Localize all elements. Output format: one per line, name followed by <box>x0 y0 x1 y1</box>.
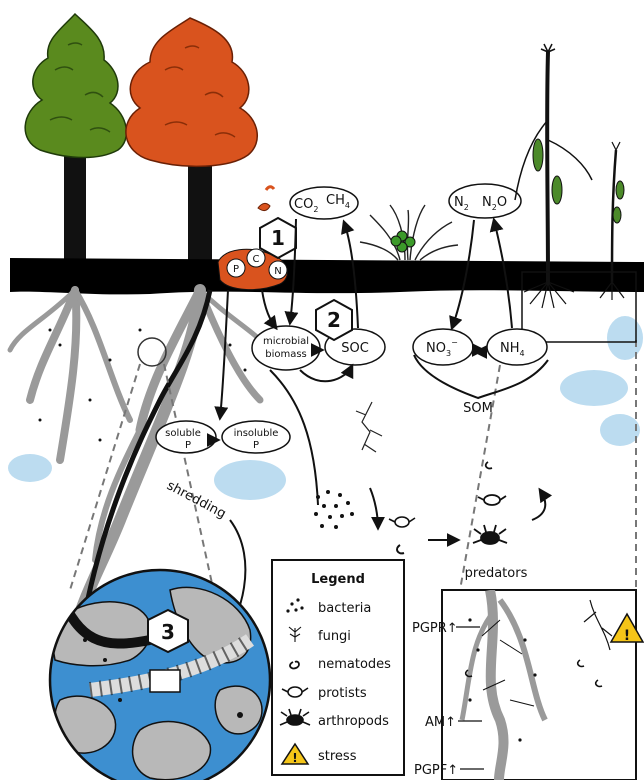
grass-clump <box>360 205 458 260</box>
pgpr-label: PGPR↑ <box>412 621 458 636</box>
svg-text:2: 2 <box>327 308 341 332</box>
corn-plants <box>515 44 624 282</box>
bacteria-cluster <box>314 490 354 529</box>
svg-text:microbial: microbial <box>263 336 309 347</box>
legend-label-bacteria: bacteria <box>318 601 371 616</box>
fungi-sprig <box>356 402 382 452</box>
som-label: SOM <box>463 401 493 416</box>
svg-text:!: ! <box>624 628 630 644</box>
badge-2: 2 <box>316 300 352 340</box>
am-label: AM↑ <box>425 715 456 730</box>
nematode-small <box>397 545 404 553</box>
svg-text:soluble: soluble <box>165 428 201 439</box>
microbial-biomass-pool: microbial biomass <box>252 326 320 370</box>
svg-text:P: P <box>253 440 259 451</box>
nutrient-n: N <box>274 266 281 277</box>
svg-text:1: 1 <box>271 226 285 250</box>
soluble-p-pool: soluble P <box>156 421 216 453</box>
zoom-circle <box>138 338 166 366</box>
svg-text:insoluble: insoluble <box>234 428 279 439</box>
svg-text:P: P <box>185 440 191 451</box>
svg-text:!: ! <box>292 751 297 765</box>
nutrient-c: C <box>253 254 260 265</box>
carbon-gases: CO2 CH4 <box>290 187 358 219</box>
leaf-icon <box>258 203 270 210</box>
legend-label-stress: stress <box>318 749 357 764</box>
badge-3: 3 <box>148 610 188 652</box>
orange-tree <box>126 18 274 270</box>
protist-small <box>389 517 415 527</box>
no3-pool: NO3− <box>413 329 473 365</box>
legend-label-fungi: fungi <box>318 629 351 644</box>
green-tree <box>25 14 126 265</box>
nh4-pool: NH4 <box>487 329 547 365</box>
rhizosphere-inset: ! <box>442 590 643 780</box>
legend-label-protists: protists <box>318 686 367 701</box>
nitrogen-gases: N2 N2O <box>449 184 521 218</box>
legend-title: Legend <box>311 572 365 587</box>
pgpf-label: PGPF↑ <box>414 763 458 778</box>
legend-label-arthropods: arthropods <box>318 714 389 729</box>
svg-text:3: 3 <box>161 620 175 644</box>
magnifier-soil-pore <box>50 570 270 780</box>
predator-cluster <box>473 462 507 544</box>
svg-text:SOC: SOC <box>341 341 369 356</box>
badge-1: 1 <box>260 218 296 258</box>
predators-label: predators <box>465 566 528 581</box>
insoluble-p-pool: insoluble P <box>222 421 290 453</box>
svg-text:biomass: biomass <box>265 349 307 360</box>
legend: Legend bacteria fungi nematodes protists… <box>272 560 404 775</box>
nutrient-p: P <box>233 264 239 275</box>
legend-label-nematodes: nematodes <box>318 657 391 672</box>
